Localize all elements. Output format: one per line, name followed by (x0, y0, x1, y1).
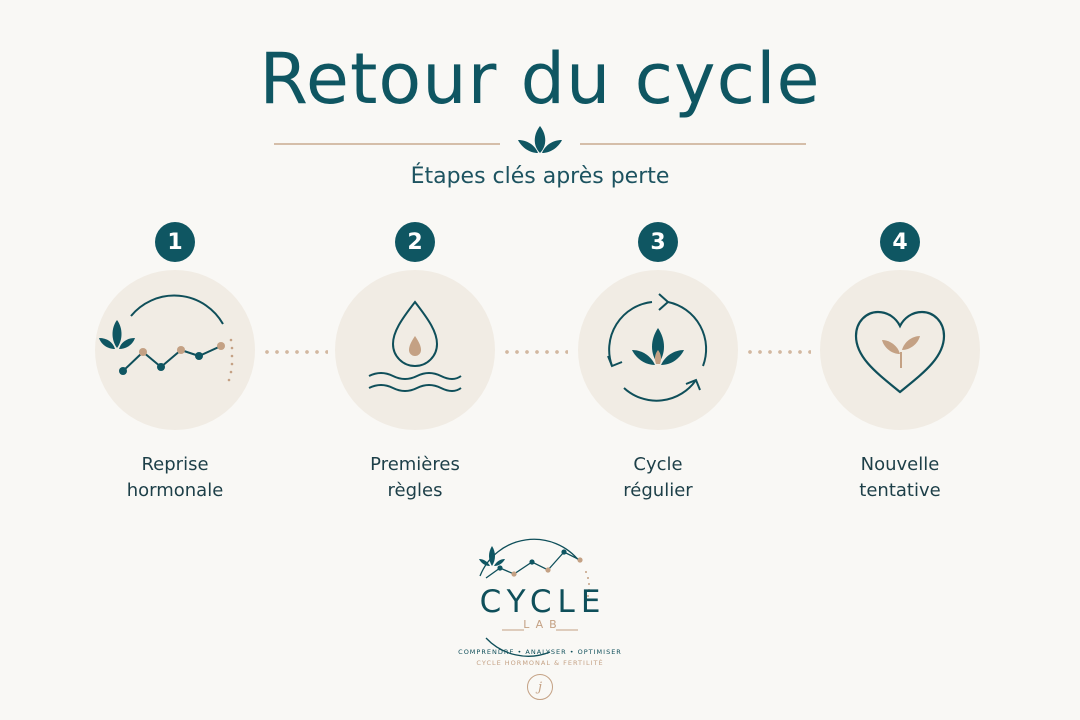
page-title: Retour du cycle (259, 38, 821, 120)
step-connector (745, 350, 811, 354)
logo-name: CYCLE (479, 584, 607, 620)
logo-sub: LAB (523, 618, 563, 631)
step-number-badge: 2 (395, 222, 435, 262)
hormone-curve-icon (99, 294, 234, 382)
title-divider (274, 126, 806, 153)
logo-emblem (479, 538, 590, 657)
step-connector (502, 350, 568, 354)
step-label: Nouvelle tentative (859, 454, 941, 501)
lotus-leaf-icon (518, 126, 562, 153)
brand-logo: CYCLE LAB COMPRENDRE • ANALYSER • OPTIMI… (440, 526, 640, 716)
cycle-arrows-icon (607, 293, 708, 402)
step-number-badge: 3 (638, 222, 678, 262)
step-icon-disc (335, 270, 495, 430)
heart-sprout-icon (854, 310, 946, 394)
step-label: Reprise hormonale (126, 454, 224, 501)
logo-leaf-icon (479, 546, 505, 566)
step-label: Premières règles (370, 454, 460, 501)
step-icon-disc (820, 270, 980, 430)
step-number-badge: 4 (880, 222, 920, 262)
step-icon-disc (578, 270, 738, 430)
water-drop-icon (368, 300, 462, 392)
step-number-badge: 1 (155, 222, 195, 262)
step-label: Cycle régulier (623, 454, 693, 501)
step-icon-disc (95, 270, 255, 430)
page-subtitle: Étapes clés après perte (410, 164, 670, 189)
logo-monogram: j (527, 674, 553, 700)
step-connector (262, 350, 328, 354)
logo-tagline-2: CYCLE HORMONAL & FERTILITÉ (476, 659, 604, 667)
logo-tagline: COMPRENDRE • ANALYSER • OPTIMISER (458, 648, 622, 656)
